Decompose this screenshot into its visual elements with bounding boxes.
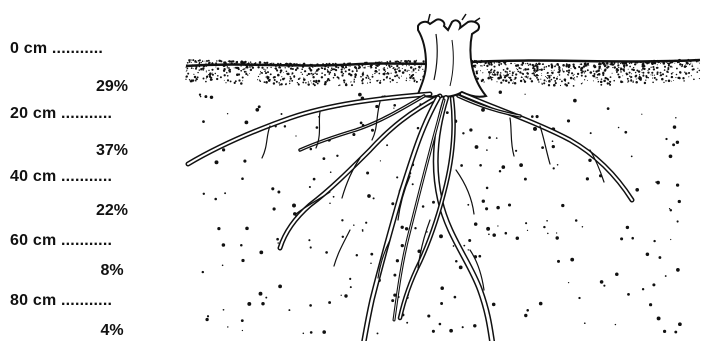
- tree-root-system-illustration: [180, 0, 708, 341]
- depth-marker-20cm: 20 cm ...........: [10, 105, 112, 123]
- root-share-0-20cm: 29%: [72, 78, 152, 96]
- depth-marker-80cm: 80 cm ...........: [10, 292, 112, 310]
- root-share-80-100cm: 4%: [72, 322, 152, 340]
- tree-trunk: [418, 14, 486, 97]
- depth-scale: 0 cm ........... 29% 20 cm ........... 3…: [0, 0, 180, 341]
- root-share-40-60cm: 22%: [72, 202, 152, 220]
- root-share-60-80cm: 8%: [72, 262, 152, 280]
- root-share-20-40cm: 37%: [72, 142, 152, 160]
- depth-marker-0cm: 0 cm ...........: [10, 40, 103, 58]
- depth-marker-40cm: 40 cm ...........: [10, 168, 112, 186]
- root-network: [188, 94, 632, 341]
- depth-marker-60cm: 60 cm ...........: [10, 232, 112, 250]
